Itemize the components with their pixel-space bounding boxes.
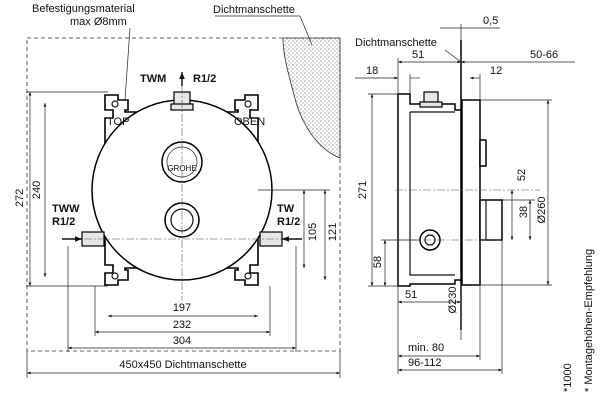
front-plate [461,99,481,286]
side-housing-inner [409,111,455,276]
side-view: Dichtmanschette 0,5 51 50-66 18 12 271 5… [355,15,575,374]
notes: *1000 * Montagehöhen-Empfehlung [562,249,595,392]
dim-12: 12 [490,65,502,77]
befestigung-max-label: max Ø8mm [70,16,127,28]
brand-label: GROHE [167,164,196,173]
dim-50-66: 50-66 [530,49,558,61]
dichtmanschette-label-front: Dichtmanschette [213,4,295,16]
dim-271: 271 [357,181,369,199]
tww-thread-label: R1/2 [52,216,75,228]
befestigung-leader [124,27,131,101]
dim-232: 232 [173,319,191,331]
mount-hole-br [244,272,252,280]
mount-hole-tl [111,100,119,108]
tw-thread-label: R1/2 [277,216,300,228]
dim-51-top: 51 [412,49,424,61]
note-1000: *1000 [562,363,574,392]
dim-52: 52 [516,169,528,181]
tw-label: TW [277,203,295,215]
dim-304: 304 [173,335,191,347]
dim-58: 58 [372,256,384,268]
dichtmanschette-leader-side [444,49,462,63]
dim-450: 450x450 Dichtmanschette [119,359,246,371]
twm-label: TWM [140,73,166,85]
dim-272: 272 [14,189,26,207]
dim-18: 18 [366,65,378,77]
wall-hatch [282,37,341,159]
dim-230: Ø230 [447,287,459,314]
dim-197: 197 [173,302,191,314]
dichtmanschette-label-side: Dichtmanschette [355,37,437,49]
sealing-sleeve-outline [26,37,341,352]
dim-240: 240 [31,181,43,199]
tww-label: TWW [52,203,80,215]
dial-pin [479,139,487,167]
oben-label: OBEN [234,116,265,128]
dim-121: 121 [327,223,339,241]
dim-96-112: 96-112 [408,357,441,369]
mount-hole-bl [111,272,119,280]
mount-hole-tr [244,100,252,108]
dichtmanschette-leader-front-2 [299,15,313,46]
note-montage: * Montagehöhen-Empfehlung [583,249,595,392]
dim-38: 38 [518,206,530,218]
twm-thread-label: R1/2 [193,73,216,85]
top-label: TOP [107,116,129,128]
front-view: GROHE TOP OBEN TWM R1/2 TWW R1/2 TW R1/2… [14,3,341,378]
dim-105: 105 [307,223,319,241]
dim-0-5: 0,5 [483,15,498,27]
dim-260: Ø260 [536,197,548,224]
mounting-frame [104,94,259,286]
dim-min80: min. 80 [408,342,444,354]
dim-51-bottom: 51 [405,289,417,301]
cartridge [479,199,503,241]
side-top-nut [419,101,443,108]
befestigung-label: Befestigungsmaterial [32,3,135,15]
